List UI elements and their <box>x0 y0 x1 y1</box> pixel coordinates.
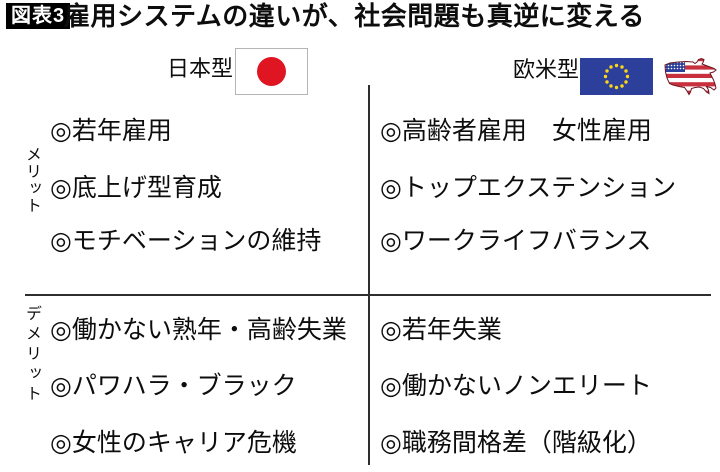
demerit-west-item-1: ◎若年失業 <box>380 316 502 344</box>
demerit-japan-item-1: ◎働かない熟年・高齢失業 <box>50 316 347 344</box>
merit-west-item-2: ◎トップエクステンション <box>380 174 677 202</box>
merit-west-item-3: ◎ワークライフバランス <box>380 227 652 255</box>
column-header-japan: 日本型 <box>167 56 234 81</box>
horizontal-divider <box>25 294 711 296</box>
figure-title: 雇用システムの違いが、社会問題も真逆に変える <box>64 1 645 31</box>
eu-flag-icon <box>580 58 653 95</box>
demerit-japan-item-2: ◎パワハラ・ブラック <box>50 372 297 400</box>
demerit-west-item-2: ◎働かないノンエリート <box>380 372 652 400</box>
demerit-west-item-3: ◎職務間格差（階級化） <box>380 429 652 457</box>
demerit-japan-item-3: ◎女性のキャリア危機 <box>50 429 297 457</box>
column-header-west: 欧米型 <box>513 57 580 82</box>
merit-japan-item-1: ◎若年雇用 <box>50 117 172 145</box>
vertical-divider <box>368 85 370 465</box>
merit-japan-item-2: ◎底上げ型育成 <box>50 174 222 202</box>
figure-number-badge: 図表3 <box>6 3 71 29</box>
row-label-demerit: デメリット <box>23 305 40 405</box>
merit-west-item-1: ◎高齢者雇用 女性雇用 <box>380 117 652 145</box>
row-label-merit: メリット <box>23 146 40 214</box>
us-map-flag-icon <box>664 57 717 96</box>
japan-flag-icon <box>235 48 308 95</box>
merit-japan-item-3: ◎モチベーションの維持 <box>50 227 322 255</box>
